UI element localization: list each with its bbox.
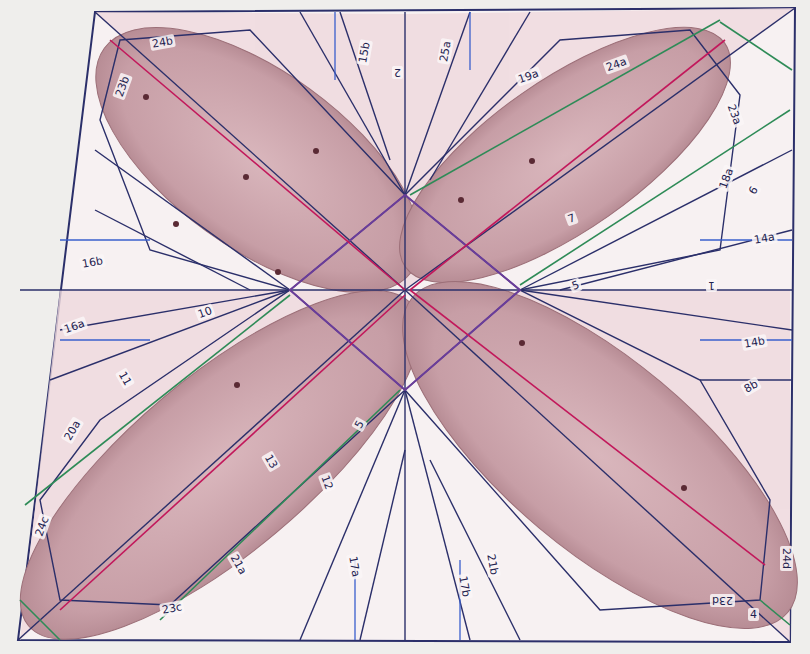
crease-number: 2 — [392, 66, 403, 79]
crease-number: 23d — [710, 594, 735, 607]
crease-number: 1 — [706, 279, 717, 292]
crease-number: 4 — [748, 608, 759, 621]
crease-number: 24d — [780, 546, 793, 571]
